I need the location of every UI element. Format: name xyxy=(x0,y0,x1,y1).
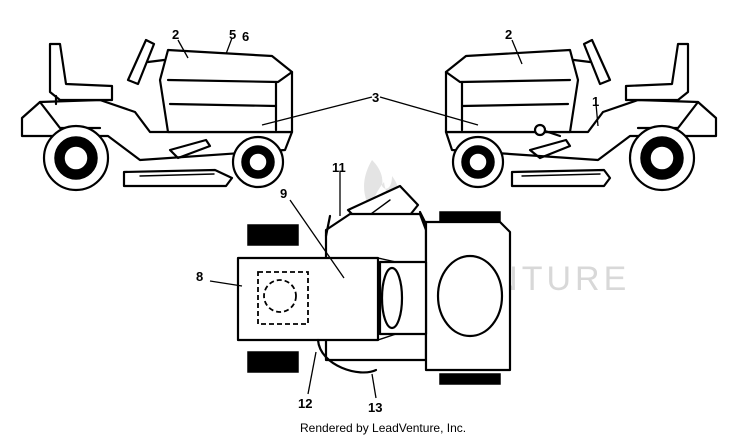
right-side-tractor xyxy=(444,38,718,192)
callout-13: 13 xyxy=(368,400,382,415)
callout-1: 1 xyxy=(592,94,599,109)
callout-3: 3 xyxy=(372,90,379,105)
callout-2-left: 2 xyxy=(172,27,179,42)
leader-lines xyxy=(177,37,599,399)
left-side-tractor xyxy=(20,38,294,192)
footer-credit: Rendered by LeadVenture, Inc. xyxy=(300,421,466,435)
callout-8: 8 xyxy=(196,269,203,284)
callout-11: 11 xyxy=(332,160,346,175)
callout-5: 5 xyxy=(229,27,236,42)
callout-6: 6 xyxy=(242,29,249,44)
callout-12: 12 xyxy=(298,396,312,411)
callout-9: 9 xyxy=(280,186,287,201)
callout-2-right: 2 xyxy=(505,27,512,42)
top-view-tractor xyxy=(236,184,512,385)
